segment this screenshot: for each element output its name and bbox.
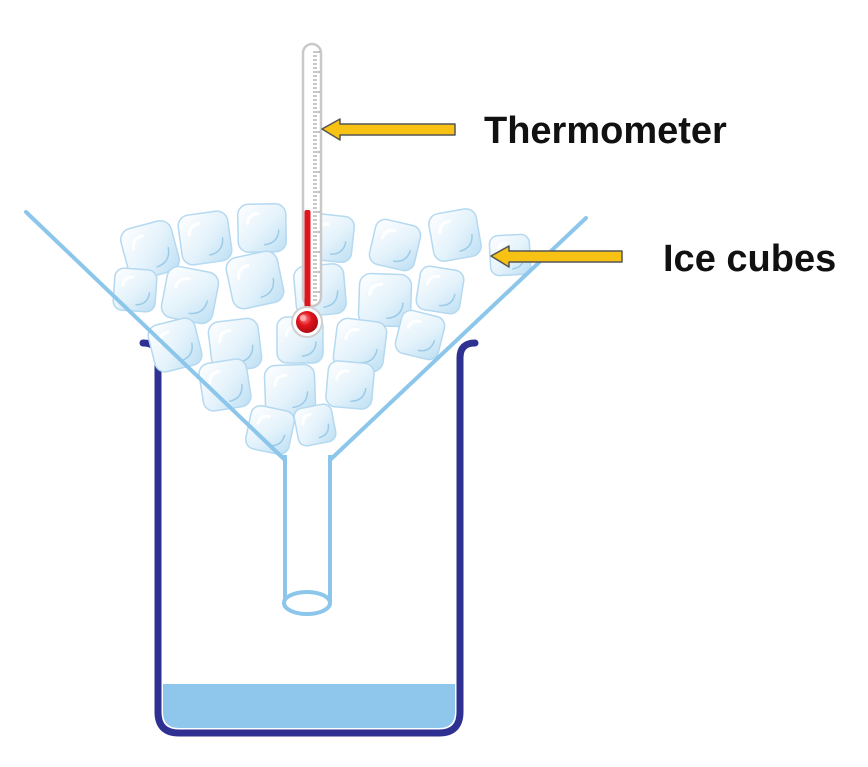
thermometer-scale [313, 51, 320, 301]
ice-cube-icon [428, 208, 482, 262]
ice-cube-icon [160, 265, 220, 325]
ice-cube-icon [293, 403, 337, 447]
ice-cube-icon [237, 203, 287, 253]
thermometer-label: Thermometer [484, 110, 727, 152]
ice-cube-icon [112, 267, 158, 313]
ice-cube-icon [357, 272, 413, 328]
ice-cube-icon [415, 265, 465, 315]
ice-cubes-arrow-icon [490, 245, 623, 268]
thermometer-icon [291, 42, 323, 338]
ice-cube-icon [119, 219, 181, 281]
ice-cube-icon [394, 309, 446, 361]
water [163, 684, 455, 728]
funnel-stem [282, 455, 332, 616]
ice-cube-icon [198, 358, 252, 412]
ice-cube-icon [225, 250, 285, 310]
ice-cubes-label: Ice cubes [663, 238, 837, 280]
thermometer-arrow-icon [321, 118, 456, 141]
ice-cube-icon [325, 360, 375, 410]
ice-cube-icon [263, 363, 317, 417]
ice-cube-icon [177, 210, 233, 266]
ice-cube-icon [368, 218, 422, 272]
ice-cubes [112, 203, 532, 456]
